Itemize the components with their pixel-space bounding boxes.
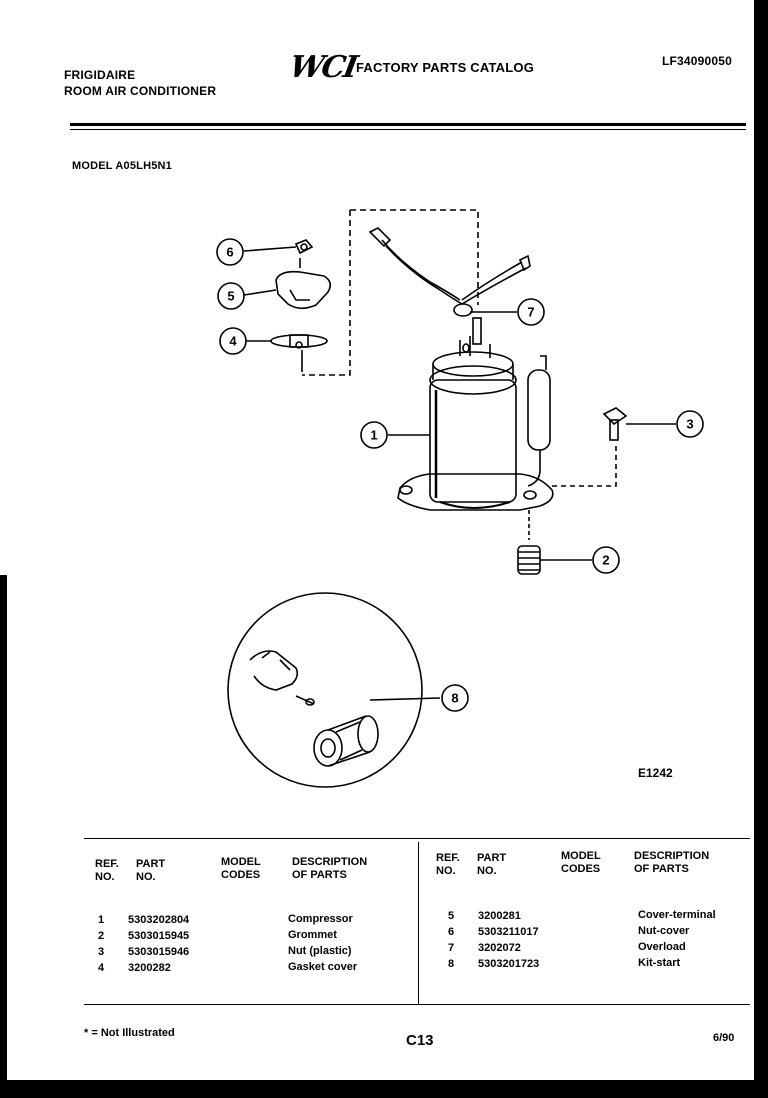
row-desc: Overload — [638, 941, 686, 953]
header-codes: MODEL CODES — [561, 850, 601, 875]
row-ref: 4 — [98, 962, 105, 974]
scan-border-right — [754, 0, 768, 1098]
row-part: 3202072 — [478, 942, 521, 954]
scan-border-left — [0, 575, 7, 1098]
row-desc: Gasket cover — [288, 961, 358, 973]
row-desc: Compressor — [288, 913, 353, 925]
callout-label: 2 — [602, 553, 609, 568]
header-part: PART NO. — [477, 852, 507, 877]
grommet-part — [517, 510, 541, 575]
not-illustrated-note: * = Not Illustrated — [84, 1027, 175, 1039]
callout-label: 1 — [370, 428, 377, 443]
row-ref: 3 — [98, 946, 105, 958]
parts-table: REF. NO. PART NO. MODEL CODES DESCRIPTIO… — [84, 838, 750, 1006]
header-part: PART NO. — [136, 858, 166, 883]
page-number: C13 — [406, 1032, 434, 1049]
header-rule — [70, 123, 746, 126]
bracket-line — [302, 210, 351, 376]
bolt-part — [552, 407, 628, 487]
header-description: DESCRIPTION OF PARTS — [634, 850, 710, 875]
callout-label: 8 — [451, 691, 458, 706]
callout-label: 5 — [227, 289, 234, 304]
start-kit-part — [227, 592, 423, 788]
callout-4 — [219, 327, 247, 355]
row-desc: Grommet — [288, 929, 337, 941]
figure-code: E1242 — [638, 766, 673, 780]
row-part: 5303015945 — [128, 930, 190, 942]
accumulator-part — [527, 355, 551, 487]
table-divider — [418, 842, 419, 1004]
model-number: MODEL A05LH5N1 — [72, 160, 172, 172]
header-ref: REF. NO. — [95, 858, 119, 883]
callout-5 — [217, 282, 245, 310]
header-rule-thin — [70, 129, 746, 130]
product-name: ROOM AIR CONDITIONER — [64, 84, 217, 98]
callout-label: 7 — [527, 305, 534, 320]
callout-label: 3 — [686, 417, 693, 432]
row-part: 5303201723 — [478, 958, 540, 970]
terminal-cover-part — [275, 258, 332, 310]
overload-part — [368, 227, 531, 345]
catalog-number: LF34090050 — [662, 54, 733, 68]
header-description: DESCRIPTION OF PARTS — [292, 856, 368, 881]
row-ref: 7 — [448, 942, 455, 954]
catalog-title: FACTORY PARTS CATALOG — [356, 60, 535, 75]
callout-7 — [517, 298, 545, 326]
revision-date: 6/90 — [713, 1032, 735, 1044]
row-desc: Kit-start — [638, 957, 681, 969]
nut-cover-part — [294, 239, 314, 255]
row-desc: Cover-terminal — [638, 909, 716, 921]
callout-8 — [441, 684, 469, 712]
callout-1 — [360, 421, 388, 449]
header-ref: REF. NO. — [436, 852, 460, 877]
bracket-line — [350, 209, 479, 305]
row-ref: 6 — [448, 926, 455, 938]
callout-label: 4 — [229, 334, 237, 349]
row-part: 5303211017 — [478, 926, 539, 938]
callout-6 — [216, 238, 244, 266]
callout-2 — [592, 546, 620, 574]
row-part: 3200282 — [128, 962, 171, 974]
row-part: 3200281 — [478, 910, 521, 922]
callout-label: 6 — [226, 245, 233, 260]
callout-3 — [676, 410, 704, 438]
row-ref: 5 — [448, 910, 455, 922]
table-top-rule — [84, 838, 750, 839]
gasket-part — [270, 334, 328, 372]
row-ref: 8 — [448, 958, 455, 970]
row-desc: Nut-cover — [638, 925, 690, 937]
row-part: 5303202804 — [128, 914, 190, 926]
scan-border-bottom — [0, 1080, 768, 1098]
brand-name: FRIGIDAIRE — [64, 68, 136, 82]
row-part: 5303015946 — [128, 946, 190, 958]
row-ref: 2 — [98, 930, 105, 942]
header-codes: MODEL CODES — [221, 856, 261, 881]
row-ref: 1 — [98, 914, 105, 926]
compressor-part — [397, 336, 554, 511]
table-bottom-rule — [84, 1004, 750, 1005]
row-desc: Nut (plastic) — [288, 945, 352, 957]
